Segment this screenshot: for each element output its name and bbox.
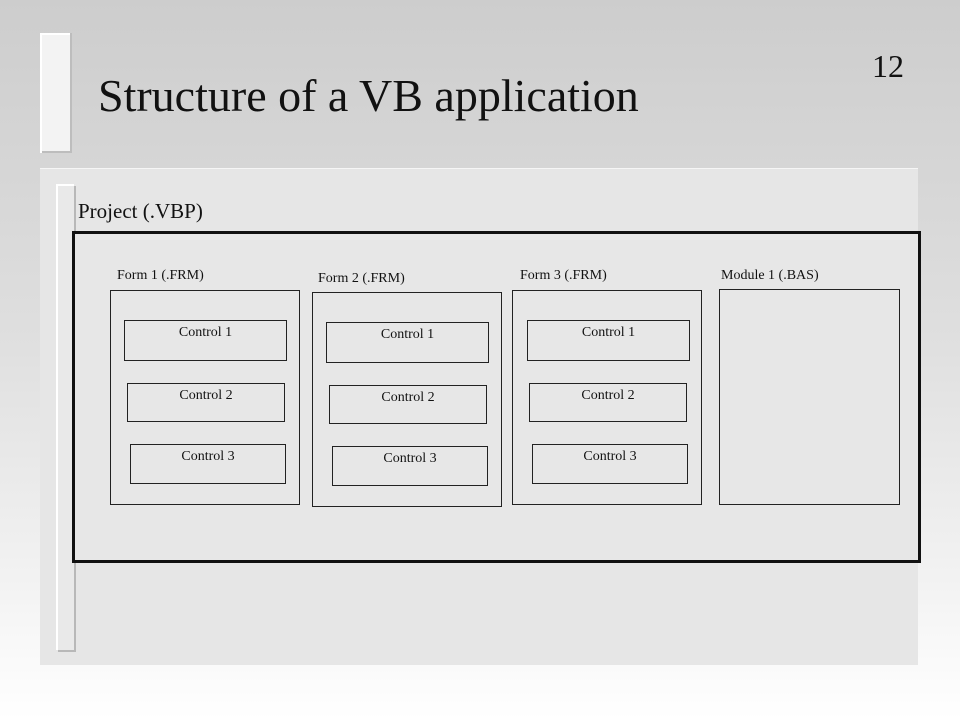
form-1-control-2: Control 2 — [127, 383, 285, 422]
form-2-control-1: Control 1 — [326, 322, 489, 363]
form-1-control-1: Control 1 — [124, 320, 287, 361]
page-number: 12 — [872, 48, 904, 84]
form-2-control-2: Control 2 — [329, 385, 487, 424]
module-1-box — [719, 289, 900, 505]
form-1-control-3: Control 3 — [130, 444, 286, 484]
form-2-control-3: Control 3 — [332, 446, 488, 486]
form-3-control-1: Control 1 — [527, 320, 690, 361]
module-1-label: Module 1 (.BAS) — [721, 268, 819, 283]
form-3-control-3: Control 3 — [532, 444, 688, 484]
title-decoration-bar — [40, 33, 72, 153]
project-label: Project (.VBP) — [78, 199, 203, 223]
title-decoration-highlight — [40, 33, 42, 153]
form-3-control-2: Control 2 — [529, 383, 687, 422]
form-2-label: Form 2 (.FRM) — [318, 271, 405, 286]
form-1-label: Form 1 (.FRM) — [117, 268, 204, 283]
form-3-label: Form 3 (.FRM) — [520, 268, 607, 283]
content-decoration-bar — [56, 184, 74, 650]
slide-title: Structure of a VB application — [98, 70, 639, 121]
